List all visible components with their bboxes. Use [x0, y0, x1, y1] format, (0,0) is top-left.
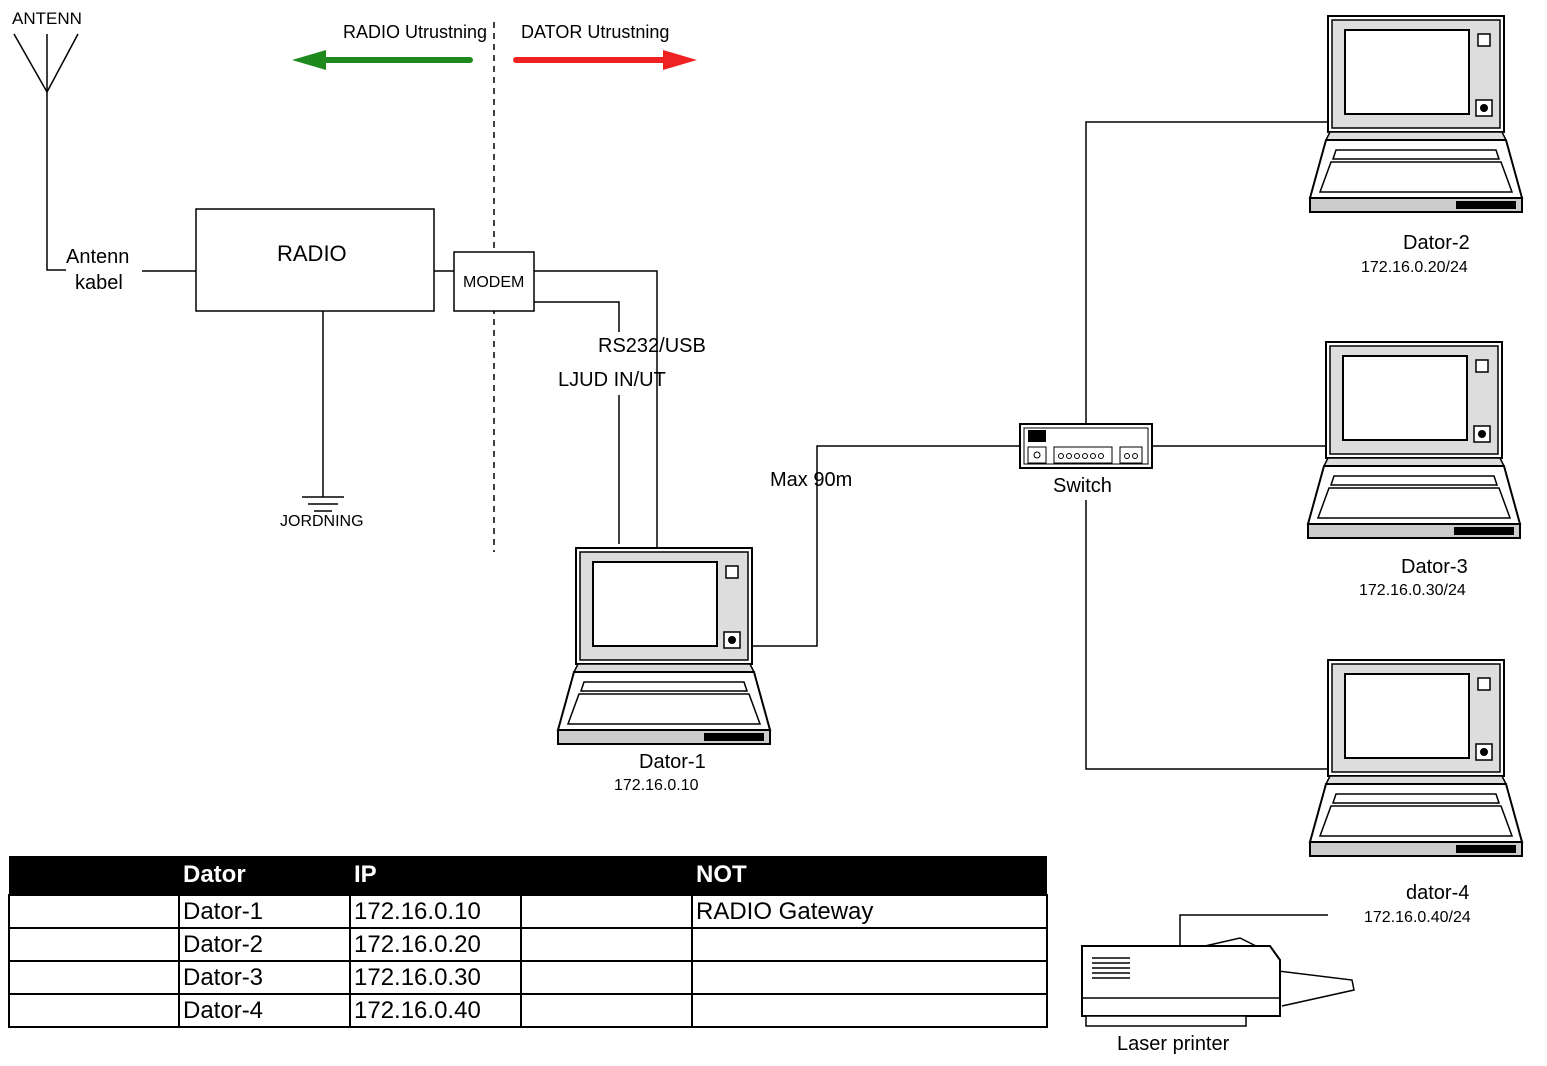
table-cell	[691, 993, 1048, 1028]
table-row: Dator-4 172.16.0.40	[8, 993, 1048, 1028]
table-row: Dator-1 172.16.0.10 RADIO Gateway	[8, 894, 1048, 929]
radio-label: RADIO	[277, 241, 347, 266]
antenna-icon	[13, 33, 79, 271]
radio-equipment-label: RADIO Utrustning	[343, 22, 488, 42]
laptop-icon-dator-3	[1307, 341, 1521, 539]
computer-equipment-label: DATOR Utrustning	[521, 22, 670, 42]
table-cell: RADIO Gateway	[691, 894, 1048, 929]
dator-2-ip: 172.16.0.20/24	[1361, 259, 1468, 276]
radio-equipment-arrow	[292, 50, 473, 70]
dator-4-ip: 172.16.0.40/24	[1364, 909, 1471, 926]
laptop-icon-dator-2	[1309, 15, 1523, 213]
table-header-row: Dator IP NOT	[9, 856, 1047, 895]
table-cell: Dator-3	[178, 960, 351, 995]
modem-label: MODEM	[463, 274, 525, 291]
antenna-cable-label-line2: kabel	[75, 272, 123, 294]
table-row: Dator-3 172.16.0.30	[8, 960, 1048, 995]
table-cell	[691, 960, 1048, 995]
table-cell: Dator-2	[178, 927, 351, 962]
table-cell: 172.16.0.10	[349, 894, 522, 929]
table-cell: Dator-1	[178, 894, 351, 929]
table-cell	[520, 960, 693, 995]
table-cell	[520, 894, 693, 929]
max-distance-label: Max 90m	[770, 469, 853, 491]
table-row: Dator-2 172.16.0.20	[8, 927, 1048, 962]
ground-icon	[302, 311, 344, 512]
laptop-icon-dator-1	[557, 547, 771, 745]
rs232-label: RS232/USB	[598, 335, 706, 357]
table-cell	[8, 993, 180, 1028]
table-cell: Dator-4	[178, 993, 351, 1028]
grounding-label: JORDNING	[280, 513, 364, 530]
antenna-cable-label: Antenn	[66, 246, 130, 268]
table-cell	[520, 927, 693, 962]
table-cell	[8, 927, 180, 962]
laser-printer-icon	[1081, 937, 1355, 1027]
switch-label: Switch	[1053, 475, 1112, 497]
table-cell: 172.16.0.20	[349, 927, 522, 962]
table-header-cell: IP	[350, 856, 521, 895]
switch-icon	[1019, 423, 1153, 469]
table-cell: 172.16.0.40	[349, 993, 522, 1028]
table-header-cell: Dator	[179, 856, 350, 895]
radio-box	[195, 208, 435, 312]
laptop-icon-dator-4	[1309, 659, 1523, 857]
table-header-cell	[521, 856, 692, 895]
table-cell	[520, 993, 693, 1028]
dator-3-ip: 172.16.0.30/24	[1359, 582, 1466, 599]
dator-3-name: Dator-3	[1401, 556, 1468, 578]
table-cell	[8, 894, 180, 929]
audio-label: LJUD IN/UT	[558, 369, 666, 391]
ip-table: Dator IP NOT Dator-1 172.16.0.10 RADIO G…	[8, 856, 1048, 1028]
dator-1-name: Dator-1	[639, 751, 706, 773]
dator-1-ip: 172.16.0.10	[614, 777, 699, 794]
table-cell	[8, 960, 180, 995]
dator-2-name: Dator-2	[1403, 232, 1470, 254]
table-cell	[691, 927, 1048, 962]
printer-label: Laser printer	[1117, 1033, 1230, 1055]
modem-box	[453, 251, 535, 312]
computer-equipment-arrow	[513, 50, 697, 70]
table-header-cell: NOT	[692, 856, 1047, 895]
antenna-label: ANTENN	[12, 9, 82, 28]
dator-4-name: dator-4	[1406, 882, 1470, 904]
table-header-cell	[9, 856, 179, 895]
table-cell: 172.16.0.30	[349, 960, 522, 995]
